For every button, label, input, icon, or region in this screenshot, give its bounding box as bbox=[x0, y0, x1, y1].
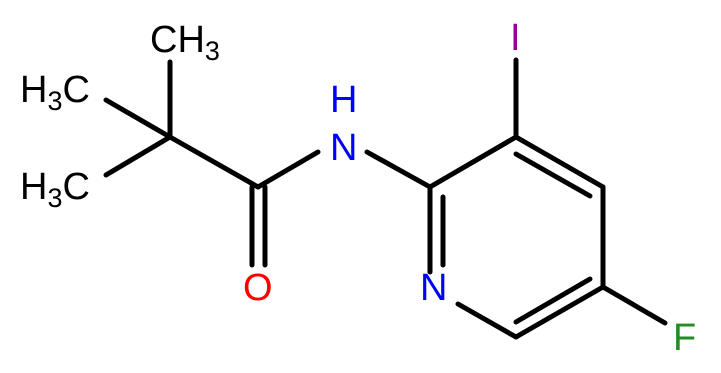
bonds bbox=[103, 57, 668, 340]
bond-cq-h3c-upper bbox=[103, 97, 173, 140]
atom-label-n-ring: N bbox=[420, 267, 447, 309]
bond-c3-c4-inner bbox=[513, 151, 593, 199]
bond-c-nh bbox=[255, 149, 321, 190]
bond-c2-c3 bbox=[427, 134, 519, 190]
atom-label-h3c-upper: H3C bbox=[20, 69, 90, 116]
bond-nh-c2 bbox=[364, 149, 433, 190]
atom-label-f: F bbox=[673, 317, 696, 359]
atom-label-nh-n: N bbox=[330, 127, 357, 169]
atom-label-o: O bbox=[243, 267, 273, 309]
bond-c5-c6-inner bbox=[513, 276, 593, 325]
atom-label-h3c-lower: H3C bbox=[20, 166, 90, 213]
bond-cq-ccarbonyl bbox=[167, 134, 261, 190]
atom-label-ch3-top: CH3 bbox=[150, 19, 220, 66]
bond-c6-n1 bbox=[455, 301, 519, 340]
atom-label-i: I bbox=[510, 17, 521, 59]
bond-c3-c4 bbox=[513, 134, 606, 190]
bond-c5-f bbox=[600, 284, 668, 326]
atom-label-nh-h: H bbox=[330, 79, 357, 121]
bond-c5-c6 bbox=[513, 284, 606, 340]
bond-cq-h3c-lower bbox=[103, 134, 173, 178]
